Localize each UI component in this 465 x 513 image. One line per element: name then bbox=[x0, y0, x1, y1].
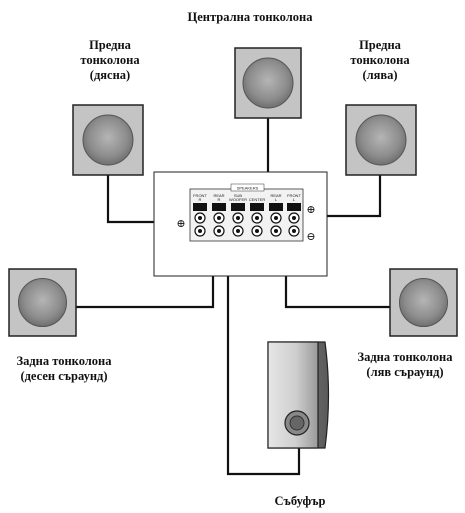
svg-text:L: L bbox=[293, 197, 296, 202]
polarity-symbol-left: ⊕ bbox=[176, 218, 185, 230]
label-rear-right: Задна тонколона (десен съраунд) bbox=[4, 354, 124, 384]
speaker-center bbox=[234, 47, 302, 119]
label-subwoofer: Събуфър bbox=[274, 494, 326, 508]
subwoofer bbox=[267, 341, 330, 449]
speaker-front-right bbox=[72, 104, 144, 176]
terminal-center: CENTER bbox=[249, 197, 266, 237]
svg-text:SUB: SUB bbox=[234, 193, 243, 198]
svg-text:FRONT: FRONT bbox=[287, 193, 301, 198]
svg-text:L: L bbox=[275, 197, 278, 202]
svg-text:CENTER: CENTER bbox=[249, 197, 266, 202]
svg-text:R: R bbox=[199, 197, 202, 202]
svg-text:FRONT: FRONT bbox=[193, 193, 207, 198]
svg-text:REAR: REAR bbox=[270, 193, 281, 198]
label-center-speaker: Централна тонколона bbox=[187, 10, 313, 24]
label-front-left: Предна тонколона (лява) bbox=[340, 38, 420, 83]
svg-text:REAR: REAR bbox=[213, 193, 224, 198]
svg-text:R: R bbox=[218, 197, 221, 202]
terminal-header: SPEAKERS bbox=[237, 186, 259, 191]
label-front-right-line1: Предна bbox=[89, 38, 131, 52]
label-front-right-line3: (дясна) bbox=[89, 68, 131, 82]
label-rear-left-line1: Задна тонколона bbox=[357, 350, 453, 364]
label-front-right: Предна тонколона (дясна) bbox=[70, 38, 150, 83]
label-rear-left-line2: (ляв съраунд) bbox=[366, 365, 444, 379]
speaker-rear-left bbox=[389, 268, 458, 337]
label-front-left-line2: тонколона bbox=[350, 53, 410, 67]
speaker-front-left bbox=[345, 104, 417, 176]
svg-text:WOOFER: WOOFER bbox=[229, 197, 247, 202]
label-front-left-line3: (лява) bbox=[362, 68, 398, 82]
label-rear-right-line1: Задна тонколона bbox=[16, 354, 112, 368]
plus-symbol-right: ⊕ bbox=[306, 204, 315, 216]
speaker-rear-right bbox=[8, 268, 77, 337]
label-front-left-line1: Предна bbox=[359, 38, 401, 52]
label-rear-left: Задна тонколона (ляв съраунд) bbox=[350, 350, 460, 380]
minus-symbol-right: ⊖ bbox=[306, 231, 315, 243]
label-rear-right-line2: (десен съраунд) bbox=[20, 369, 108, 383]
label-front-right-line2: тонколона bbox=[80, 53, 140, 67]
wire-subwoofer bbox=[226, 236, 301, 476]
